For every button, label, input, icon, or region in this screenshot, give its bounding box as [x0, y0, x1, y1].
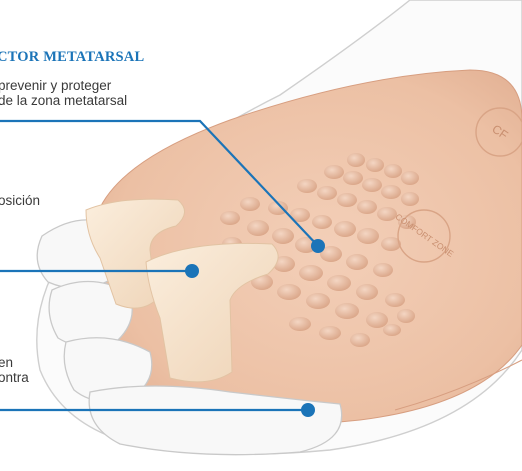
callout-dot-metatarsal: [311, 239, 325, 253]
callout-text-line-1: en: [0, 356, 13, 370]
callout-text-line-2: ontra: [0, 371, 29, 385]
position-label: osición: [0, 193, 40, 208]
metatarsal-protector-heading: CTOR METATARSAL: [0, 49, 144, 66]
description-line-2: de la zona metatarsal: [0, 94, 127, 108]
description-line-1: prevenir y proteger: [0, 79, 111, 93]
callout-dot-position: [185, 264, 199, 278]
callout-dot-contact: [301, 403, 315, 417]
